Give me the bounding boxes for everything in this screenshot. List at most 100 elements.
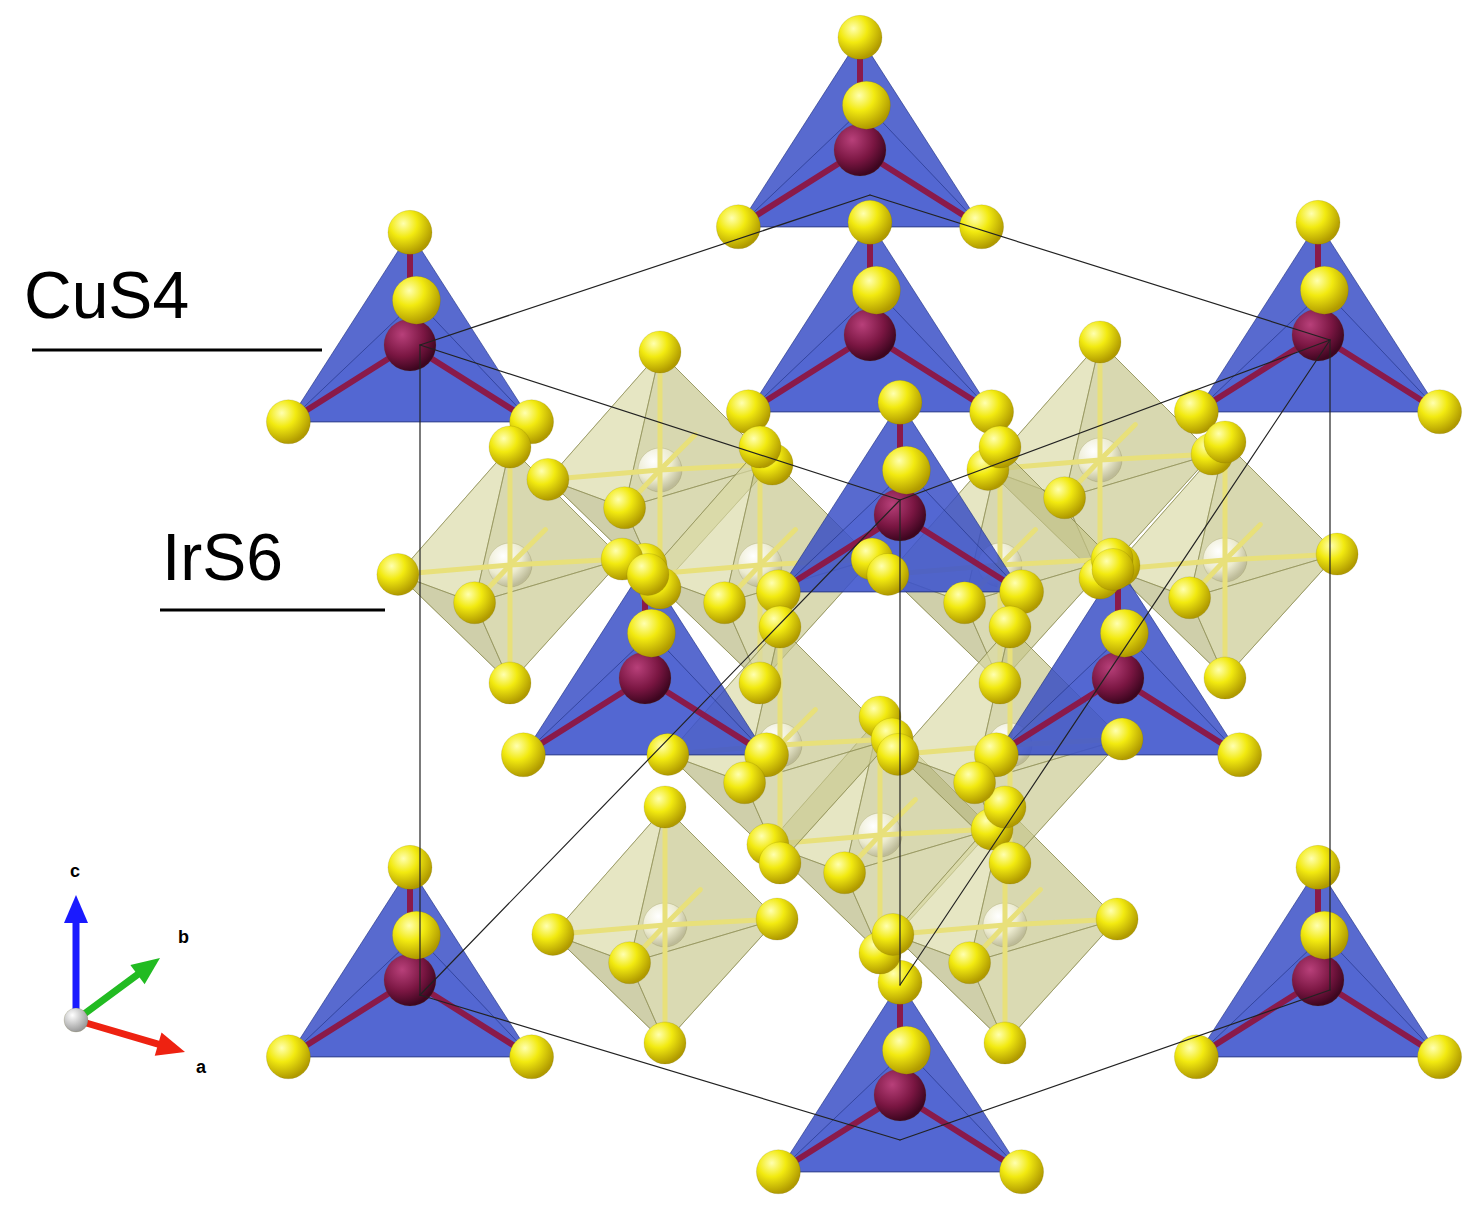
polyhedron-label: CuS4 [24,262,189,328]
octahedron [398,447,622,683]
s-atom [944,582,986,624]
s-atom [1092,548,1134,590]
cell-edge [900,990,1330,1140]
tetrahedron [716,15,1003,248]
s-atom [852,266,900,314]
tetrahedron [1174,200,1461,433]
polyhedron-face [1190,554,1338,678]
cell-edge [899,500,900,985]
axis-origin [64,1008,88,1032]
tetrahedron [1174,845,1461,1078]
s-atom [954,762,996,804]
leader-line [32,349,322,352]
cell-edge [900,340,1330,500]
s-atom [1296,200,1340,244]
s-atom [266,1035,310,1079]
bond [780,710,815,745]
axis-arrowhead [130,958,160,984]
polyhedron-face [748,222,991,411]
s-atom [501,733,545,777]
polyhedron-face [288,232,531,421]
s-atom [454,582,496,624]
s-atom [882,1026,930,1074]
s-atom [984,1022,1026,1064]
polyhedron-label: IrS6 [162,524,283,590]
s-atom [527,458,569,500]
irs6-octahedra [398,342,1337,1043]
axis-label: a [196,1058,206,1076]
s-atom [867,553,909,595]
cu-atom [874,1069,926,1121]
cu-atom [1092,652,1144,704]
s-atom [759,606,801,648]
s-atom [1079,321,1121,363]
s-atom [878,380,922,424]
polyhedron-face [398,447,622,683]
s-atom [392,911,440,959]
s-atom [627,609,675,657]
tetrahedron [266,210,553,443]
cu-atom [384,954,436,1006]
s-atom [724,762,766,804]
bond [76,1020,158,1044]
cell-edge [420,345,900,500]
s-atom [756,898,798,940]
cu-atom [834,124,886,176]
axis-label: c [70,862,80,880]
s-atom [644,1022,686,1064]
s-atom [848,200,892,244]
s-atom [266,400,310,444]
s-atom [979,662,1021,704]
tetrahedron [974,543,1261,776]
cell-edge [420,995,900,1140]
s-atom [1418,1035,1462,1079]
s-atom [388,845,432,889]
s-atom [1218,733,1262,777]
s-atom [1296,845,1340,889]
cell-edge [1329,340,1330,990]
s-atom [489,426,531,468]
s-atom [872,913,914,955]
leader-lines [32,350,385,610]
s-atom [604,487,646,529]
polyhedron-face [553,807,777,1043]
bond [660,435,695,470]
s-atom [510,1035,554,1079]
cell-edge [420,195,870,345]
cell-edge [420,500,900,995]
axis-label: b [178,928,189,946]
s-atom [1000,1150,1044,1194]
polyhedron-face [970,919,1118,1043]
cell-edge [419,345,420,995]
s-atom [756,1150,800,1194]
octahedron [893,807,1117,1043]
s-atom [838,15,882,59]
s-atom [1316,533,1358,575]
s-atom [1418,390,1462,434]
s-atom [989,606,1031,648]
cell-edge [900,340,1330,985]
cu-atom [844,309,896,361]
s-atom [739,662,781,704]
s-atom [704,582,746,624]
bond [510,530,545,565]
s-atom [392,276,440,324]
bond [880,800,915,835]
s-atom [609,942,651,984]
s-atom [989,842,1031,884]
s-atom [388,210,432,254]
tetrahedron [266,845,553,1078]
axis-arrowhead [64,895,88,923]
s-atom [1044,477,1086,519]
bond [1100,425,1135,460]
polyhedron-face [893,807,1117,1043]
s-atom [979,426,1021,468]
s-atom [1204,657,1246,699]
tetrahedron [726,200,1013,433]
cu-atom [1292,954,1344,1006]
unit-cell [420,195,1330,1140]
s-atom [377,553,419,595]
polyhedron-face [1196,867,1439,1056]
cu-atom [384,319,436,371]
